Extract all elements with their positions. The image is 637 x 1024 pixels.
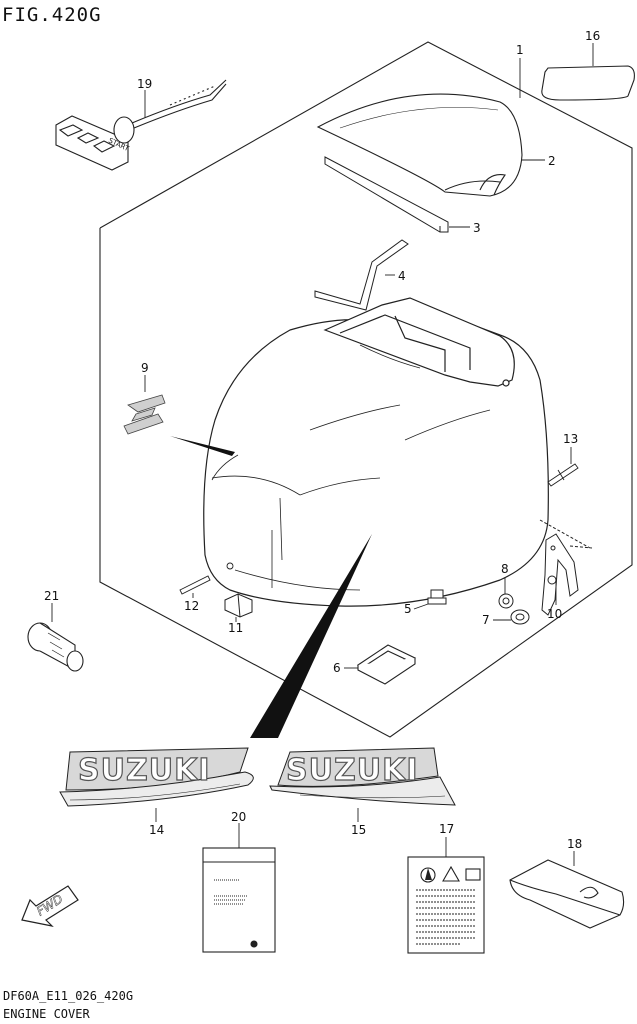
assembly-outline (99, 41, 633, 738)
decal-right-brand: SUZUKI (286, 753, 419, 788)
callout-3: 3 (473, 221, 481, 235)
callout-13: 13 (563, 432, 578, 446)
callout-5: 5 (404, 602, 412, 616)
callout-12: 12 (184, 599, 199, 613)
part-5-bolt (427, 589, 447, 605)
figure-code: DF60A_E11_026_420G (3, 989, 134, 1003)
figure-title: FIG.420G (2, 4, 102, 26)
callout-21: 21 (44, 589, 59, 603)
callout-1: 1 (516, 43, 524, 57)
part-3-seal-strip (324, 156, 449, 233)
callout-2: 2 (548, 154, 556, 168)
part-7-collar (510, 609, 530, 625)
callout-17: 17 (439, 822, 454, 836)
callout-20: 20 (231, 810, 246, 824)
callout-19: 19 (137, 77, 152, 91)
part-8-nut (498, 593, 514, 609)
callout-18: 18 (567, 837, 582, 851)
figure-name: ENGINE COVER (3, 1007, 90, 1021)
decal-left-brand: SUZUKI (78, 753, 211, 788)
callout-9: 9 (141, 361, 149, 375)
engine-cover-main (203, 297, 549, 607)
part-20-manual (202, 847, 276, 953)
callout-15: 15 (351, 823, 366, 837)
part-9-emblem (123, 394, 166, 435)
part-6-grommet (356, 644, 417, 685)
callout-6: 6 (333, 661, 341, 675)
part-4-bracket (314, 239, 409, 311)
part-10-lever (539, 519, 593, 616)
callout-14: 14 (149, 823, 164, 837)
callout-10: 10 (547, 607, 562, 621)
callout-16: 16 (585, 29, 600, 43)
part-15-decal-right (269, 747, 456, 806)
fwd-arrow (21, 885, 79, 927)
callout-8: 8 (501, 562, 509, 576)
part-14-decal-left (59, 747, 254, 807)
part-2-top-cover (316, 93, 523, 197)
part-18-bag (509, 859, 625, 929)
callout-7: 7 (482, 613, 490, 627)
part-17-caution-label (407, 856, 485, 954)
decal-arrow (250, 534, 372, 738)
part-13-pin (547, 463, 579, 487)
part-12-clip (179, 562, 234, 595)
part-16-plate (541, 65, 635, 101)
part-21-plug (27, 622, 84, 672)
callout-labels: 1 2 3 4 5 6 7 8 9 10 11 12 13 14 15 16 1… (44, 29, 600, 851)
callout-4: 4 (398, 269, 406, 283)
part-19-start-handle (55, 79, 227, 171)
part-11-bracket (224, 593, 253, 618)
callout-11: 11 (228, 621, 243, 635)
